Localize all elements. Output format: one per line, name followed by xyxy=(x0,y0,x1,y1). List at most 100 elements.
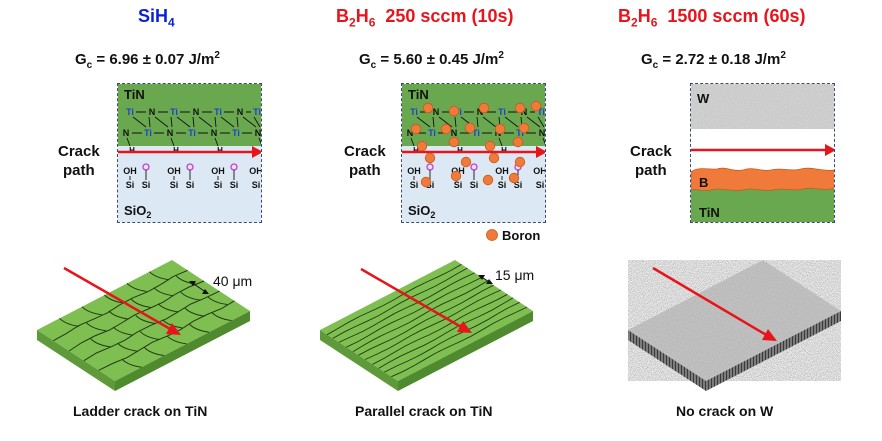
ti-atom: Ti xyxy=(498,107,506,117)
crack-line xyxy=(149,271,170,281)
ti-atom: Ti xyxy=(188,128,196,138)
ti-atom: Ti xyxy=(253,107,261,117)
oh-group: OH xyxy=(407,166,421,176)
title-text: B xyxy=(336,6,349,26)
slab-no-crack xyxy=(628,260,841,391)
ti-atom: Ti xyxy=(170,107,178,117)
slab-top-texture xyxy=(628,260,841,381)
si-atom: Si xyxy=(536,180,545,190)
crack-line xyxy=(184,307,205,317)
bond-line xyxy=(542,137,545,145)
w-layer-texture xyxy=(691,84,834,129)
slab-ladder-crack: 40 μm xyxy=(37,260,252,391)
sio2-text: SiO xyxy=(124,203,146,218)
crack-line xyxy=(85,322,107,332)
crack-line xyxy=(180,291,201,301)
gc-number: = 6.96 ± 0.07 J/m xyxy=(92,51,215,68)
si-atom: Si xyxy=(170,180,179,190)
ti-atom: Ti xyxy=(410,107,418,117)
crack-line xyxy=(117,342,138,352)
bond-line xyxy=(253,116,261,128)
boron-atom xyxy=(448,136,460,148)
spacing-arrow-head xyxy=(486,279,493,284)
ti-atom: Ti xyxy=(516,128,524,138)
title-text: 1500 sccm (60s) xyxy=(657,6,806,26)
boron-atom xyxy=(420,176,432,188)
crack-line xyxy=(346,276,482,348)
bond-line xyxy=(242,116,257,128)
boron-atom xyxy=(514,102,526,114)
crack-line xyxy=(378,297,514,369)
crack-line xyxy=(108,310,129,320)
crack-line xyxy=(53,269,188,342)
sio2-subscript: 2 xyxy=(146,210,151,220)
bond-line xyxy=(476,116,479,128)
boron-atom xyxy=(448,105,460,117)
oh-group: OH xyxy=(167,166,181,176)
crack-arrow-head xyxy=(252,146,261,158)
title-subscript: 4 xyxy=(168,15,175,30)
crack-direction-arrow xyxy=(652,266,769,338)
crack-line xyxy=(130,299,152,308)
tin-label: TiN xyxy=(408,87,429,102)
crack-label-line: path xyxy=(349,162,381,179)
crack-line xyxy=(112,326,133,336)
n-atom: N xyxy=(539,128,546,138)
si-atom: Si xyxy=(454,180,463,190)
boron-atom xyxy=(450,170,462,182)
title-text: H xyxy=(355,6,369,26)
n-atom: N xyxy=(237,107,244,117)
spacing-arrow-head xyxy=(202,289,209,294)
crack-line xyxy=(90,338,111,348)
ti-atom: Ti xyxy=(126,107,134,117)
caption-ladder-crack: Ladder crack on TiN xyxy=(73,403,208,419)
oh-group: OH xyxy=(211,166,225,176)
crack-path-label-1: Crack path xyxy=(58,142,100,180)
boron-atom xyxy=(514,156,526,168)
tin-layer xyxy=(118,84,261,146)
crack-line xyxy=(144,347,165,357)
title-text: SiH xyxy=(138,6,169,26)
ti-atom: Ti xyxy=(144,128,152,138)
oh-group: OH xyxy=(495,166,509,176)
interface-panel-b2h6-1500: W B TiN xyxy=(690,83,835,223)
oh-group: OH xyxy=(533,166,546,176)
caption-parallel-crack: Parallel crack on TiN xyxy=(355,403,493,419)
title-subscript: 6 xyxy=(368,15,376,30)
boron-layer-label: B xyxy=(699,175,708,190)
gc-symbol: G xyxy=(359,51,371,68)
oh-group: OH xyxy=(451,166,465,176)
n-atom: N xyxy=(193,107,200,117)
ti-atom: Ti xyxy=(428,128,436,138)
gc-subscript: c xyxy=(86,60,93,71)
bond-line xyxy=(236,116,239,128)
ti-atom: Ti xyxy=(537,107,545,117)
si-atom: Si xyxy=(126,180,135,190)
si-atom: Si xyxy=(470,180,479,190)
h-atom: H xyxy=(457,146,463,155)
crack-path-label-2: Crack path xyxy=(344,142,386,180)
h-atom: H xyxy=(545,146,546,155)
n-atom: N xyxy=(407,128,414,138)
h-atom: H xyxy=(501,146,507,155)
gc-superscript: 2 xyxy=(498,50,504,61)
n-atom: N xyxy=(211,128,218,138)
si-atom: Si xyxy=(214,180,223,190)
bond-line xyxy=(432,116,435,128)
boron-atom xyxy=(424,152,436,164)
slab-row: 40 μm 15 μm xyxy=(37,260,841,391)
bond-line xyxy=(498,137,503,147)
crack-line xyxy=(121,358,142,368)
ti-atom: Ti xyxy=(232,128,240,138)
slab-top xyxy=(320,260,533,381)
crack-line xyxy=(59,317,80,327)
crack-arrow-head xyxy=(166,323,181,335)
crack-line xyxy=(384,301,520,373)
bond-line xyxy=(537,116,545,128)
si-atom: Si xyxy=(186,180,195,190)
slab-right-side xyxy=(398,311,533,391)
slab-right-side xyxy=(706,311,841,391)
bond-line xyxy=(258,137,261,145)
crack-arrow-head xyxy=(825,144,834,156)
crack-label-line: Crack xyxy=(58,143,100,160)
